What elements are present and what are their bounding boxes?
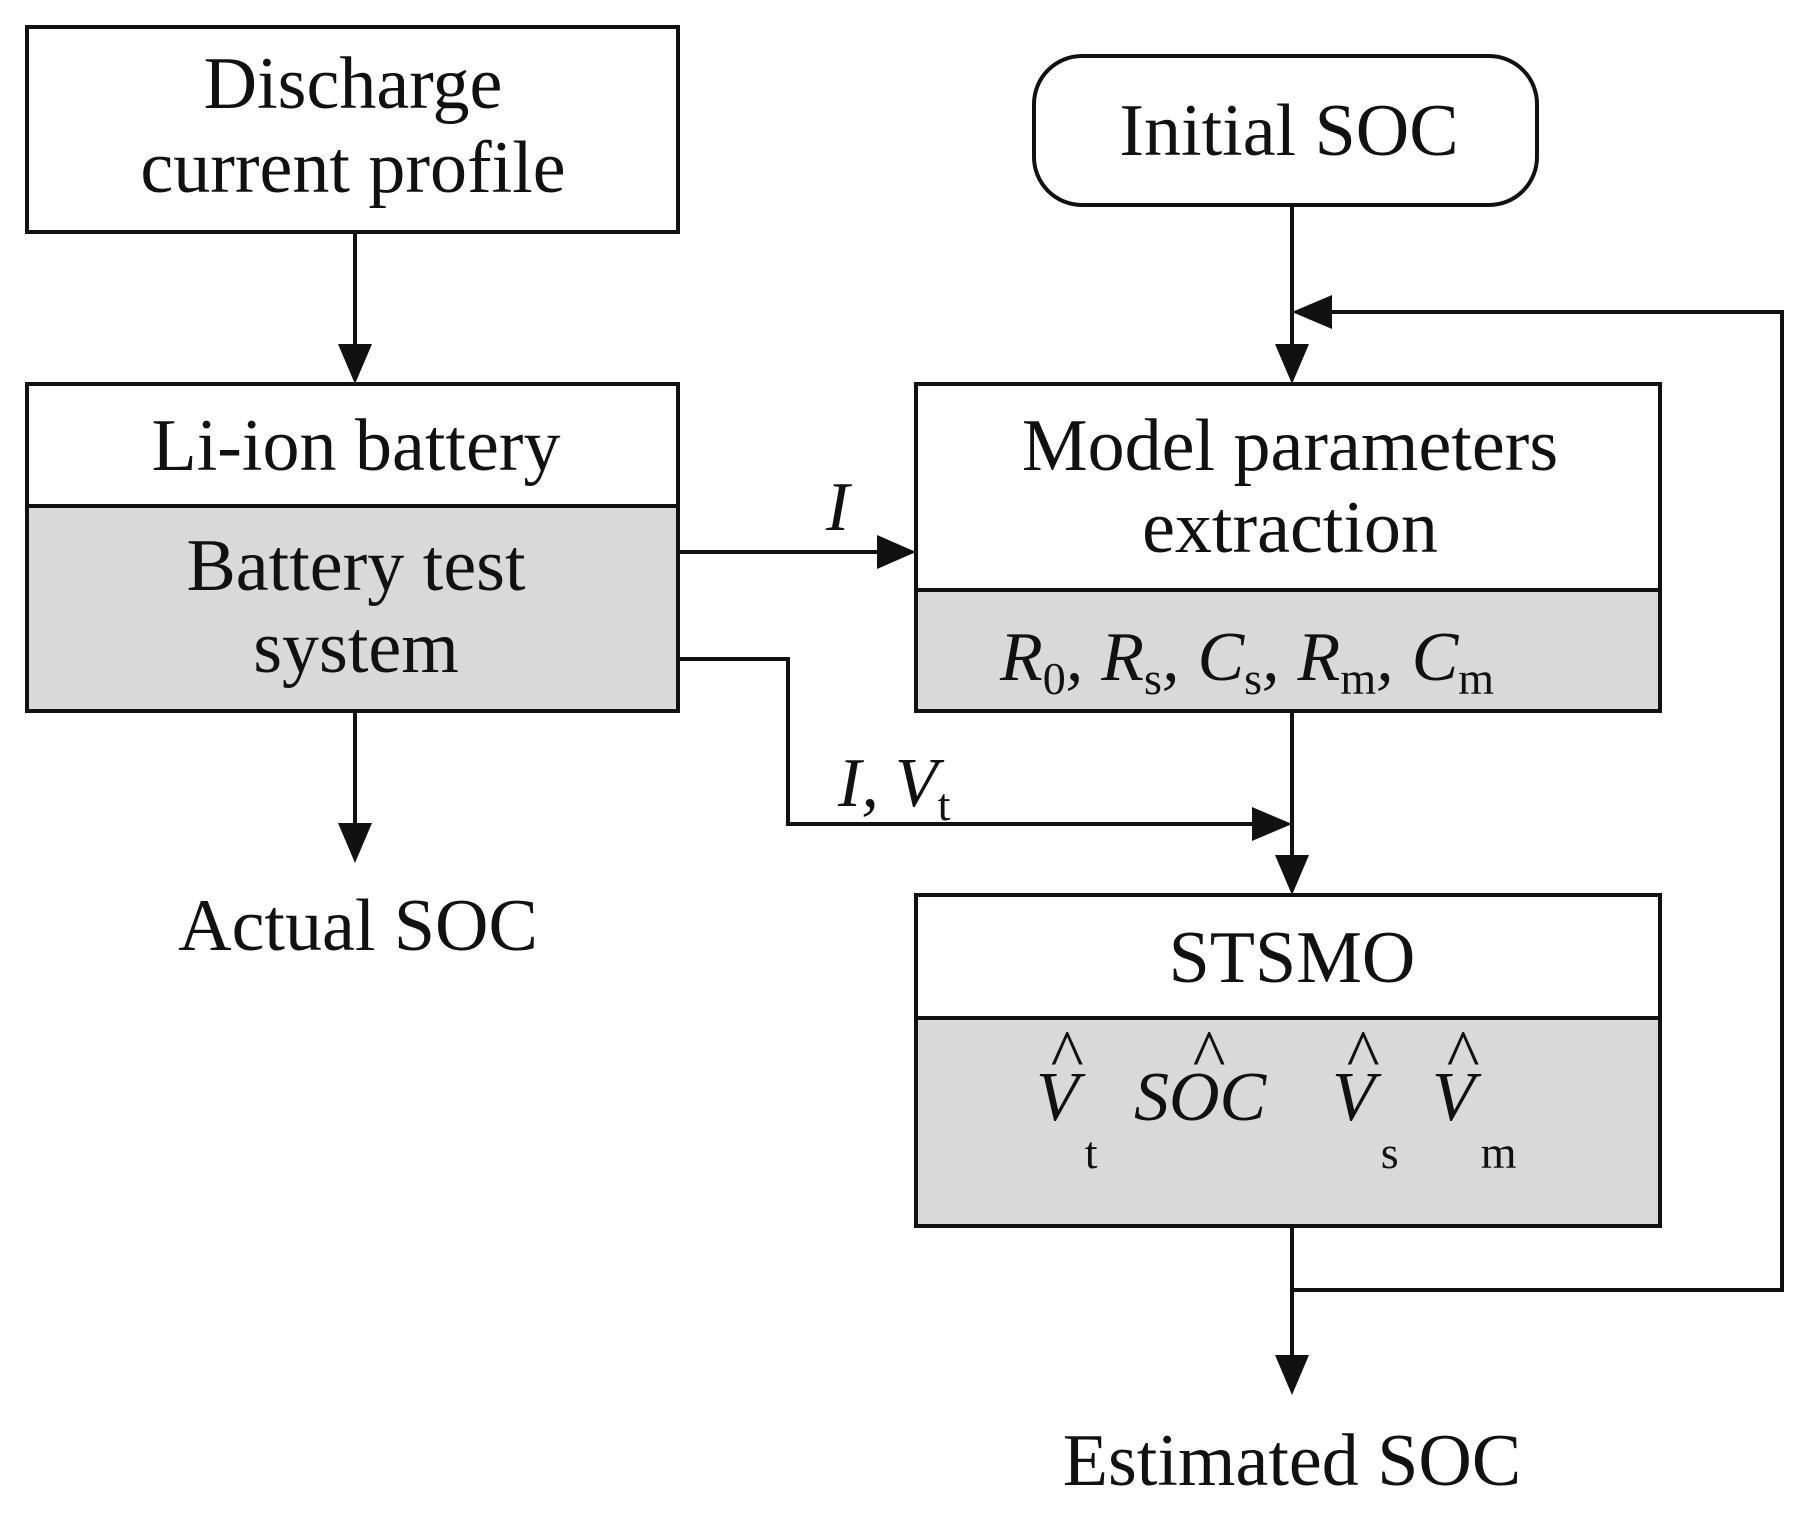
initial-soc-label: Initial SOC [1119,90,1458,172]
arrowhead-initial-to-model [1275,344,1309,384]
stsmo-output-v-s-text: Vs [1332,1059,1399,1178]
battery-body-line1: Battery test [186,525,526,607]
param-separator: , [1262,619,1280,696]
signal-current-label: I [825,469,853,546]
stsmo-output-v-m-hat: ^ [1445,1017,1479,1094]
param-c-s-symbol: C [1197,619,1245,696]
stsmo-header-rect [914,893,1662,1020]
signal-cv-sub: t [938,779,951,830]
initial-soc-box: Initial SOC [1032,54,1539,207]
param-c-m-subscript: m [1458,653,1494,704]
stsmo-output-v-s-subscript: s [1381,1127,1399,1178]
model-parameters-box: Model parameters extraction R0,Rs,Cs,Rm,… [914,382,1662,713]
feedback-loop-line [1292,310,1784,1292]
model-header-line1: Model parameters [1022,405,1558,487]
discharge-box-rect [25,25,680,234]
stsmo-output-v-m-symbol: V [1432,1059,1482,1136]
signal-current-voltage-label: I,Vt [837,745,951,830]
arrowhead-stsmo-to-estimated [1275,1355,1309,1395]
param-r-s-symbol: R [1100,619,1144,696]
stsmo-output-v-t-subscript: t [1085,1127,1098,1178]
param-c-m-symbol: C [1412,619,1460,696]
battery-test-system-rect [25,504,680,713]
stsmo-output-soc: SOC^ [1134,1017,1268,1136]
stsmo-output-v-m: Vm^ [1432,1017,1517,1178]
param-c-s-subscript: s [1244,653,1262,704]
battery-header-rect [25,382,680,508]
arrowhead-feedback [1292,295,1332,329]
battery-header-label: Li-ion battery [152,405,561,487]
signal-cv-sym2: V [895,745,945,822]
stsmo-output-v-s: Vs^ [1332,1017,1399,1178]
discharge-label-line1: Discharge [204,43,503,125]
li-ion-battery-box: Li-ion battery Battery test system [25,382,680,713]
stsmo-output-soc-hat: ^ [1191,1017,1225,1094]
stsmo-output-v-m-subscript: m [1481,1127,1517,1178]
stsmo-output-v-t-text: Vt [1036,1059,1098,1178]
stsmo-output-soc-text: SOC [1134,1059,1268,1136]
model-header-line2: extraction [1142,487,1438,569]
model-params-rect [914,588,1662,713]
arrow-battery-to-stsmo-line [678,657,1252,826]
arrowhead-battery-to-actual [338,823,372,863]
battery-body-line2: system [253,607,459,689]
param-r-m-symbol: R [1297,619,1341,696]
discharge-current-profile-box: Discharge current profile [25,25,680,234]
param-r-0-subscript: 0 [1043,653,1066,704]
param-r-s-subscript: s [1144,653,1162,704]
stsmo-output-v-s-hat: ^ [1345,1017,1379,1094]
model-parameters-list: R0,Rs,Cs,Rm,Cm [999,619,1494,704]
signal-cv-sym1: I [837,745,865,822]
param-separator: , [1376,619,1394,696]
param-separator: , [1162,619,1180,696]
estimated-soc-label: Estimated SOC [1063,1420,1521,1502]
stsmo-header-label: STSMO [1169,917,1416,999]
initial-soc-rect [1032,54,1539,207]
arrowhead-discharge-to-battery [338,344,372,384]
connectors [338,205,1784,1395]
stsmo-output-v-s-symbol: V [1332,1059,1382,1136]
signal-cv-sep: , [861,745,879,822]
stsmo-outputs-list: Vt^SOC^Vs^Vm^ [1036,1017,1517,1178]
arrowhead-model-to-stsmo [1275,855,1309,895]
stsmo-output-v-m-text: Vm [1432,1059,1517,1178]
arrowhead-battery-to-stsmo [1252,807,1292,841]
param-r-m-subscript: m [1340,653,1376,704]
stsmo-output-v-t-hat: ^ [1049,1017,1083,1094]
actual-soc-label: Actual SOC [178,885,538,967]
stsmo-box: STSMO Vt^SOC^Vs^Vm^ [914,893,1662,1228]
stsmo-outputs-rect [914,1016,1662,1228]
stsmo-output-soc-symbol: SOC [1134,1059,1268,1136]
stsmo-output-v-t-symbol: V [1036,1059,1086,1136]
stsmo-output-v-t: Vt^ [1036,1017,1098,1178]
discharge-label-line2: current profile [140,127,565,209]
param-separator: , [1066,619,1084,696]
arrowhead-battery-to-model [877,535,916,569]
param-r-0-symbol: R [999,619,1043,696]
